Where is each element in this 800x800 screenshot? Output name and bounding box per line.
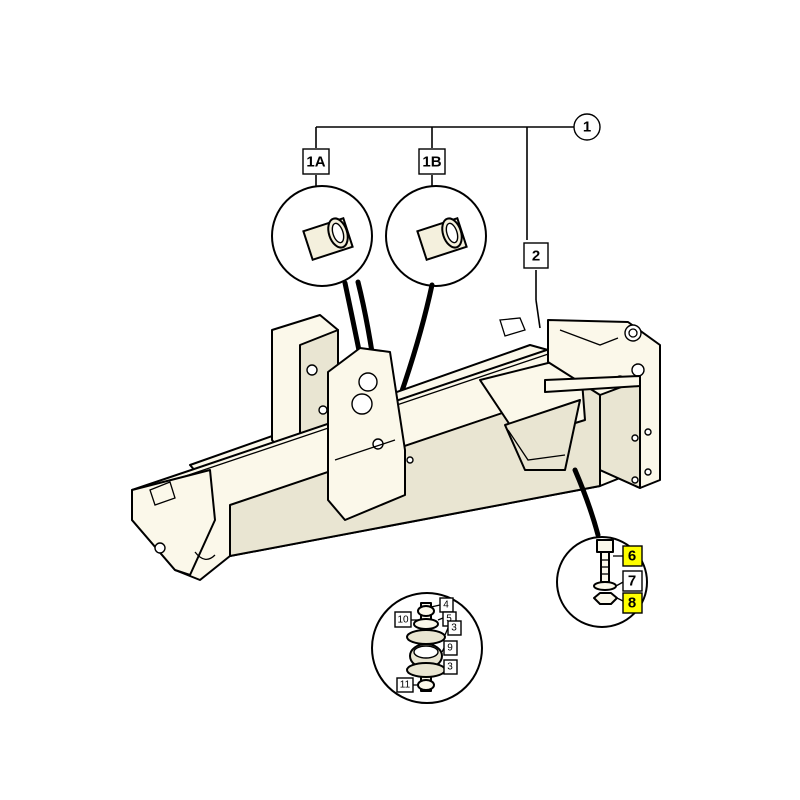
callout-2: 2	[523, 242, 549, 269]
callout-1a: 1A	[302, 148, 330, 175]
callout-8: 8	[622, 592, 643, 614]
detail-mount	[371, 592, 483, 704]
callout-8-label: 8	[628, 595, 636, 612]
callout-9: 9	[443, 640, 458, 656]
callout-3-upper: 3	[447, 620, 462, 636]
callout-11: 11	[396, 677, 414, 693]
callout-2-label: 2	[532, 248, 540, 265]
detail-1b	[385, 185, 487, 287]
chassis-frame	[131, 314, 661, 581]
callout-5-label: 5	[446, 614, 452, 625]
callout-10: 10	[394, 611, 412, 628]
callout-4-label: 4	[443, 600, 449, 611]
callout-3-lower: 3	[443, 659, 458, 675]
callout-1b-label: 1B	[422, 154, 441, 171]
callout-1b: 1B	[418, 148, 446, 175]
callout-1-label: 1	[583, 119, 591, 136]
callout-3-upper-label: 3	[451, 623, 457, 634]
callout-tree-1	[315, 126, 574, 329]
detail-1a	[271, 185, 373, 287]
callout-6-label: 6	[628, 548, 636, 565]
callout-7: 7	[622, 570, 643, 592]
callout-4: 4	[439, 597, 454, 613]
callout-10-label: 10	[397, 615, 409, 626]
callout-9-label: 9	[447, 643, 453, 654]
callout-1: 1	[573, 113, 601, 141]
callout-7-label: 7	[628, 573, 636, 590]
callout-3-lower-label: 3	[447, 662, 453, 673]
callout-11-label: 11	[400, 680, 411, 691]
callout-6: 6	[622, 545, 643, 567]
callout-1a-label: 1A	[306, 154, 325, 171]
